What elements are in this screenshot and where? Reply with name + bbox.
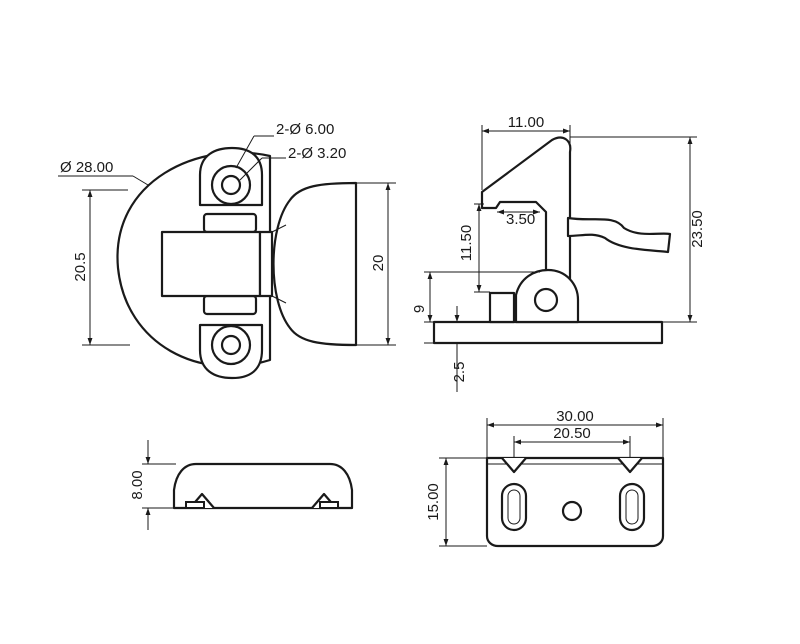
- gap-dimension: 3.50: [506, 211, 535, 228]
- bracket-view: 30.00 20.50 15.00: [425, 408, 665, 548]
- base-height-dimension: 9: [411, 305, 428, 313]
- magnet-height-dimension: 20: [370, 255, 387, 272]
- hole-spacing-dimension: 20.50: [553, 425, 591, 442]
- base-post: [488, 291, 516, 324]
- center-hole: [561, 500, 583, 522]
- spring-tongue: [566, 216, 672, 254]
- upper-hole-inner: [220, 174, 242, 196]
- lower-hole-inner: [220, 334, 242, 356]
- right-slot: [618, 482, 646, 532]
- left-slot: [500, 482, 528, 532]
- hole-outer-dimension: 2-Ø 6.00: [276, 121, 334, 138]
- diameter-dimension: Ø 28.00: [60, 159, 113, 176]
- front-profile: [172, 462, 354, 510]
- pivot-band: [258, 230, 274, 298]
- top-view: 2-Ø 6.00 2-Ø 3.20 Ø 28.00 20.5 20: [58, 121, 396, 380]
- base-plate: [432, 320, 664, 345]
- hole-inner-dimension: 2-Ø 3.20: [288, 145, 346, 162]
- side-view: 11.00 23.50 11.50 3.50 9 2.5: [411, 114, 706, 392]
- hinge-hole: [533, 287, 559, 313]
- plate-thickness-dimension: 2.5: [451, 362, 468, 383]
- pivot-block: [160, 230, 262, 298]
- front-height-dimension: 8.00: [129, 470, 146, 499]
- height-dimension: 20.5: [72, 252, 89, 281]
- bracket-width-dimension: 30.00: [556, 408, 594, 425]
- magnet-dome: [272, 181, 358, 347]
- upper-lug: [202, 212, 258, 234]
- total-height-dimension: 23.50: [689, 210, 706, 248]
- bracket-height-dimension: 15.00: [425, 483, 442, 521]
- lower-lug: [202, 294, 258, 316]
- arm-height-dimension: 11.50: [458, 225, 475, 261]
- top-width-dimension: 11.00: [508, 114, 544, 131]
- front-view: 8.00: [129, 440, 354, 530]
